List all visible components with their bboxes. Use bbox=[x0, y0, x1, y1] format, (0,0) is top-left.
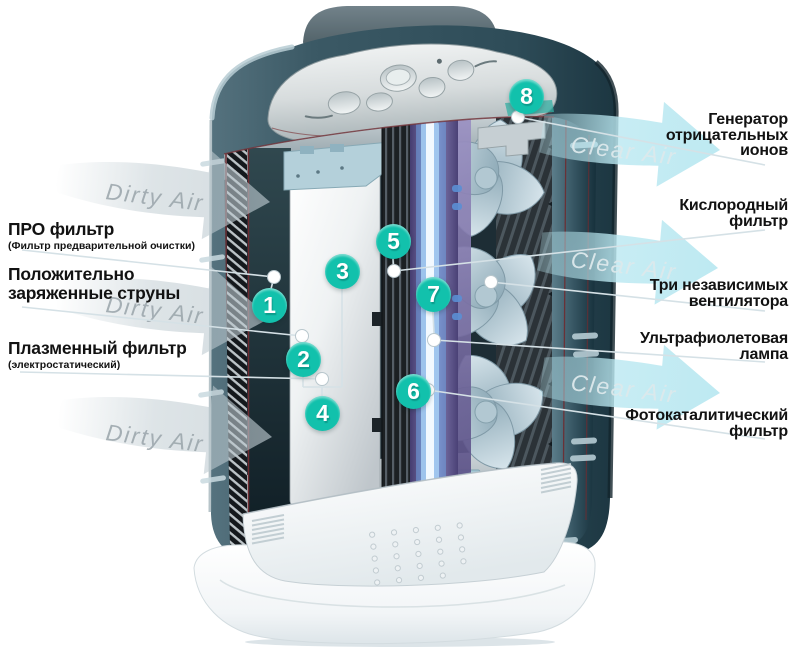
label-pre-filter: ПРО фильтр (Фильтр предварительной очист… bbox=[8, 219, 196, 253]
label-plasma-filter: Плазменный фильтр (электростатический) bbox=[8, 338, 187, 372]
label-title: Кислородный фильтр bbox=[679, 197, 788, 230]
oxygen-filter bbox=[381, 116, 413, 531]
label-title: Положительно заряженные струны bbox=[8, 264, 181, 303]
marker-6: 6 bbox=[396, 374, 431, 409]
marker-7: 7 bbox=[416, 277, 451, 312]
left-cavity bbox=[249, 148, 291, 547]
label-subtitle: (электростатический) bbox=[8, 359, 121, 371]
marker-8: 8 bbox=[509, 79, 544, 114]
label-title: Плазменный фильтр bbox=[8, 338, 187, 358]
marker-3: 3 bbox=[325, 254, 360, 289]
marker-2: 2 bbox=[286, 342, 321, 377]
panel-buttons bbox=[304, 58, 497, 119]
label-title: Три независимых вентилятора bbox=[649, 277, 788, 310]
label-title: Ультрафиолетовая лампа bbox=[640, 330, 788, 363]
panel-top-bracket bbox=[283, 141, 391, 191]
lamp-clips bbox=[452, 185, 462, 320]
label-title: ПРО фильтр bbox=[8, 219, 115, 239]
front-panel bbox=[242, 462, 578, 587]
label-subtitle: (Фильтр предварительной очистки) bbox=[8, 240, 196, 252]
label-fans: Три независимых вентилятора bbox=[649, 277, 788, 310]
label-ion-generator: Генератор отрицательных ионов bbox=[666, 112, 788, 159]
marker-5: 5 bbox=[376, 224, 411, 259]
label-photocatalytic-filter: Фотокаталитический фильтр bbox=[625, 407, 788, 440]
uv-lamp bbox=[410, 116, 458, 528]
marker-1: 1 bbox=[252, 288, 287, 323]
photocatalytic-filter bbox=[458, 118, 471, 526]
label-charged-strings: Положительно заряженные струны bbox=[8, 265, 180, 303]
label-title: Фотокаталитический фильтр bbox=[625, 407, 788, 440]
leader-dots bbox=[267, 110, 525, 397]
label-uv-lamp: Ультрафиолетовая лампа bbox=[640, 330, 788, 363]
front-panel-dimples bbox=[369, 522, 467, 586]
label-title: Генератор отрицательных ионов bbox=[665, 111, 788, 159]
label-oxygen-filter: Кислородный фильтр bbox=[679, 197, 788, 230]
front-panel-vents bbox=[251, 463, 572, 545]
marker-4: 4 bbox=[305, 396, 340, 431]
